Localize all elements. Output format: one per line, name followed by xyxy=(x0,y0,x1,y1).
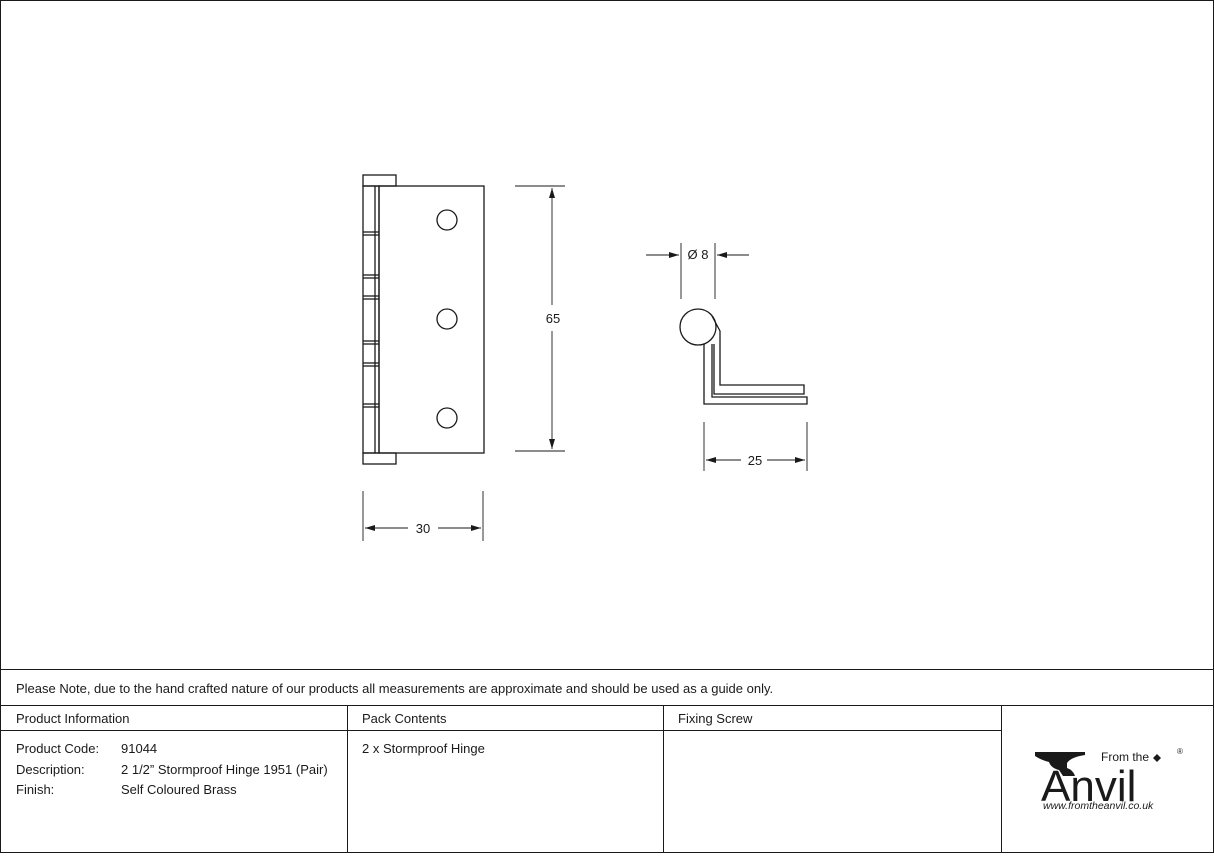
pack-contents-heading: Pack Contents xyxy=(347,706,663,731)
product-information-column: Product Information Product Code: 91044 … xyxy=(1,706,348,852)
from-the-anvil-logo: Anvil From the ® www.fromtheanvil.co.uk xyxy=(1001,706,1213,852)
finish-value: Self Coloured Brass xyxy=(121,782,237,797)
finish-label: Finish: xyxy=(16,782,55,797)
finish-row: Finish: Self Coloured Brass xyxy=(16,780,347,801)
height-dimension xyxy=(515,185,565,452)
logo-brand: Anvil xyxy=(1041,762,1136,811)
diamond-icon xyxy=(1153,754,1161,762)
product-code-row: Product Code: 91044 xyxy=(16,739,347,760)
product-code-value: 91044 xyxy=(121,741,158,756)
width-dimension xyxy=(362,491,484,541)
logo-from-the: From the xyxy=(1101,750,1149,764)
description-label: Description: xyxy=(16,761,85,777)
leaf-length-label: 25 xyxy=(748,453,762,468)
screw-hole xyxy=(436,209,458,231)
product-information-heading: Product Information xyxy=(1,706,347,731)
screw-hole xyxy=(436,308,458,330)
logo-registered: ® xyxy=(1177,747,1183,756)
description-value: 2 1/2” Stormproof Hinge 1951 (Pair) xyxy=(121,761,328,777)
diameter-dimension xyxy=(646,243,749,299)
leaf-length-dimension xyxy=(703,422,808,471)
logo-url: www.fromtheanvil.co.uk xyxy=(1043,800,1154,812)
info-table: Product Information Product Code: 91044 … xyxy=(1,706,1213,852)
hinge-side-view xyxy=(679,308,808,405)
product-code-label: Product Code: xyxy=(16,741,100,756)
pack-contents-column: Pack Contents 2 x Stormproof Hinge xyxy=(347,706,664,852)
measurement-note: Please Note, due to the hand crafted nat… xyxy=(1,669,1213,706)
anvil-icon xyxy=(1035,752,1085,776)
width-label: 30 xyxy=(416,521,430,536)
fixing-screw-heading: Fixing Screw xyxy=(663,706,1001,731)
hinge-front-view xyxy=(362,174,485,465)
fixing-screw-column: Fixing Screw xyxy=(663,706,1002,852)
pack-contents-item: 2 x Stormproof Hinge xyxy=(362,741,485,756)
technical-drawing: 65 30 Ø 8 25 xyxy=(362,174,808,541)
diameter-label: Ø 8 xyxy=(688,247,709,262)
height-label: 65 xyxy=(546,311,560,326)
screw-hole xyxy=(436,407,458,429)
description-row: Description: 2 1/2” Stormproof Hinge 195… xyxy=(16,760,347,781)
knuckle-circle xyxy=(679,308,717,346)
